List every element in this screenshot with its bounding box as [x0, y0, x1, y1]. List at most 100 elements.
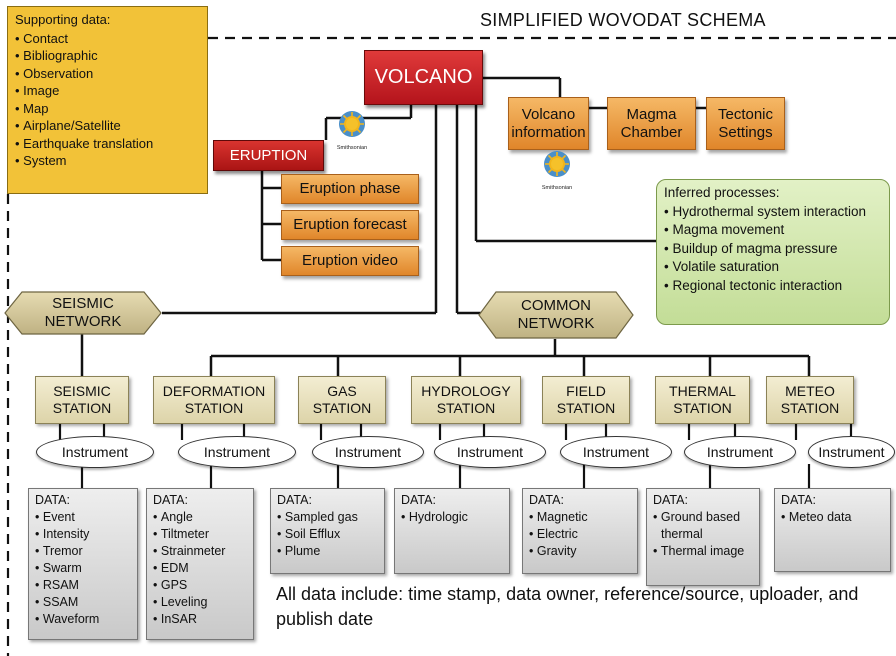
instrument-node: Instrument [560, 436, 672, 468]
data-list: Magnetic Electric Gravity [529, 509, 631, 560]
data-item: Intensity [35, 526, 131, 543]
instrument-node: Instrument [312, 436, 424, 468]
data-heading: DATA: [781, 493, 816, 507]
deformation-data-box: DATA: Angle Tiltmeter Strainmeter EDM GP… [146, 488, 254, 640]
tectonic-settings-node: Tectonic Settings [706, 97, 785, 150]
eruption-phase-node: Eruption phase [281, 174, 419, 204]
instrument-node: Instrument [178, 436, 296, 468]
data-item: Soil Efflux [277, 526, 378, 543]
data-list: Sampled gas Soil Efflux Plume [277, 509, 378, 560]
station-label-line: THERMAL [669, 383, 736, 399]
instrument-node: Instrument [36, 436, 154, 468]
data-list: Angle Tiltmeter Strainmeter EDM GPS Leve… [153, 509, 247, 628]
network-label-line: NETWORK [517, 315, 595, 332]
inferred-processes-heading: Inferred processes: [664, 185, 780, 200]
eruption-node: ERUPTION [213, 140, 324, 171]
supporting-item: Map [15, 100, 200, 118]
station-label-line: DEFORMATION [162, 383, 266, 399]
supporting-item: Airplane/Satellite [15, 117, 200, 135]
hydrology-data-box: DATA: Hydrologic [394, 488, 510, 574]
data-item: Leveling [153, 594, 247, 611]
data-heading: DATA: [653, 493, 688, 507]
data-item: InSAR [153, 611, 247, 628]
supporting-item: Bibliographic [15, 47, 200, 65]
smithsonian-logo: Smithsonian [539, 150, 575, 191]
supporting-item: Image [15, 82, 200, 100]
data-list: Event Intensity Tremor Swarm RSAM SSAM W… [35, 509, 131, 628]
data-item: Electric [529, 526, 631, 543]
station-label-line: STATION [556, 400, 616, 416]
instrument-node: Instrument [808, 436, 895, 468]
inferred-item: Regional tectonic interaction [664, 277, 882, 296]
data-item: Event [35, 509, 131, 526]
seismic-data-box: DATA: Event Intensity Tremor Swarm RSAM … [28, 488, 138, 640]
station-label-line: STATION [780, 400, 840, 416]
data-heading: DATA: [153, 493, 188, 507]
data-item: Angle [153, 509, 247, 526]
volcano-node: VOLCANO [364, 50, 483, 105]
gas-data-box: DATA: Sampled gas Soil Efflux Plume [270, 488, 385, 574]
hexagon-shape [478, 291, 634, 339]
inferred-item: Magma movement [664, 221, 882, 240]
inferred-processes-box: Inferred processes: Hydrothermal system … [656, 179, 890, 325]
footnote: All data include: time stamp, data owner… [276, 584, 859, 629]
data-item: Tremor [35, 543, 131, 560]
smithsonian-label: Smithsonian [541, 185, 573, 191]
station-label-line: STATION [184, 400, 244, 416]
data-item: Ground based thermal [653, 509, 753, 543]
magma-chamber-node: Magma Chamber [607, 97, 696, 150]
sun-icon [544, 151, 570, 177]
data-item: Magnetic [529, 509, 631, 526]
data-item: Hydrologic [401, 509, 503, 526]
data-item: Waveform [35, 611, 131, 628]
station-label-line: STATION [312, 400, 372, 416]
data-item: Meteo data [781, 509, 884, 526]
network-label-line: SEISMIC [52, 295, 114, 312]
meteo-data-box: DATA: Meteo data [774, 488, 891, 572]
supporting-item: System [15, 152, 200, 170]
diagram-title: SIMPLIFIED WOVODAT SCHEMA [480, 10, 766, 30]
inferred-item: Volatile saturation [664, 258, 882, 277]
data-item: Plume [277, 543, 378, 560]
eruption-forecast-node: Eruption forecast [281, 210, 419, 240]
instrument-node: Instrument [434, 436, 546, 468]
station-label-line: STATION [436, 400, 496, 416]
inferred-item: Hydrothermal system interaction [664, 203, 882, 222]
smithsonian-logo: Smithsonian [334, 110, 370, 151]
smithsonian-label: Smithsonian [336, 145, 368, 151]
supporting-item: Earthquake translation [15, 135, 200, 153]
data-item: Strainmeter [153, 543, 247, 560]
data-item: Tiltmeter [153, 526, 247, 543]
station-label-line: SEISMIC [53, 383, 111, 399]
supporting-data-list: Contact Bibliographic Observation Image … [15, 30, 200, 170]
station-label-line: STATION [52, 400, 112, 416]
data-item: RSAM [35, 577, 131, 594]
data-item: GPS [153, 577, 247, 594]
data-item: SSAM [35, 594, 131, 611]
data-list: Ground based thermal Thermal image [653, 509, 753, 560]
station-label-line: GAS [327, 383, 357, 399]
data-item: Gravity [529, 543, 631, 560]
network-label-line: NETWORK [44, 313, 122, 330]
inferred-item: Buildup of magma pressure [664, 240, 882, 259]
station-label-line: STATION [673, 400, 732, 416]
hexagon-shape [4, 291, 162, 335]
data-item: EDM [153, 560, 247, 577]
data-heading: DATA: [35, 493, 70, 507]
data-list: Hydrologic [401, 509, 503, 526]
station-label-line: METEO [785, 383, 835, 399]
supporting-data-box: Supporting data: Contact Bibliographic O… [7, 6, 208, 194]
volcano-information-node: Volcano information [508, 97, 589, 150]
data-item: Thermal image [653, 543, 753, 560]
field-data-box: DATA: Magnetic Electric Gravity [522, 488, 638, 574]
